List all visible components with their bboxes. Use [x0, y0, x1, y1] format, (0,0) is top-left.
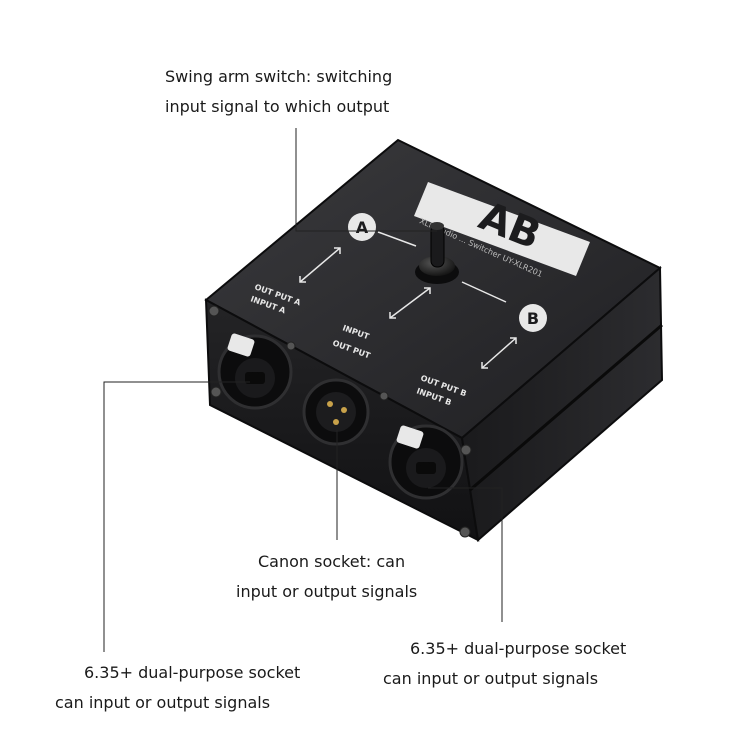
port-b-marker: [519, 304, 547, 332]
right-combo-socket: [388, 424, 464, 500]
leader-lines: [103, 128, 503, 652]
canon-callout-line2: input or output signals: [236, 582, 418, 601]
port-b-label: B: [527, 309, 539, 328]
switch-callout: Swing arm switch: switching input signal…: [165, 62, 392, 122]
left-combo-socket: [217, 333, 293, 410]
logo-panel: [414, 182, 590, 276]
port-a-label: A: [356, 218, 369, 237]
audio-switcher-device: AB XLR Audio ... Switcher UY-XLR201 A B …: [204, 138, 664, 542]
right-socket-leader-line: [428, 487, 503, 622]
device-side-face: [460, 265, 664, 542]
left-socket-callout-line2: can input or output signals: [55, 693, 271, 712]
left-socket-callout: 6.35+ dual-purpose socket can input or o…: [55, 658, 300, 718]
canon-socket-callout: Canon socket: can input or output signal…: [236, 547, 417, 607]
center-xlr-socket: [302, 378, 370, 446]
switch-leader-line: [295, 128, 437, 232]
swing-arm-switch: [415, 222, 459, 284]
left-socket-leader-line: [103, 381, 250, 652]
switch-callout-line1: Swing arm switch: switching: [165, 67, 393, 86]
right-socket-callout: 6.35+ dual-purpose socket can input or o…: [383, 634, 627, 694]
canon-callout-line1: Canon socket: can: [258, 552, 406, 571]
port-a-marker: [348, 213, 376, 241]
signal-arrows: [299, 231, 517, 369]
right-socket-callout-line2: can input or output signals: [383, 669, 599, 688]
left-socket-callout-line1: 6.35+ dual-purpose socket: [84, 663, 301, 682]
switch-callout-line2: input signal to which output: [165, 97, 390, 116]
right-socket-callout-line1: 6.35+ dual-purpose socket: [410, 639, 627, 658]
screws: [208, 305, 472, 538]
